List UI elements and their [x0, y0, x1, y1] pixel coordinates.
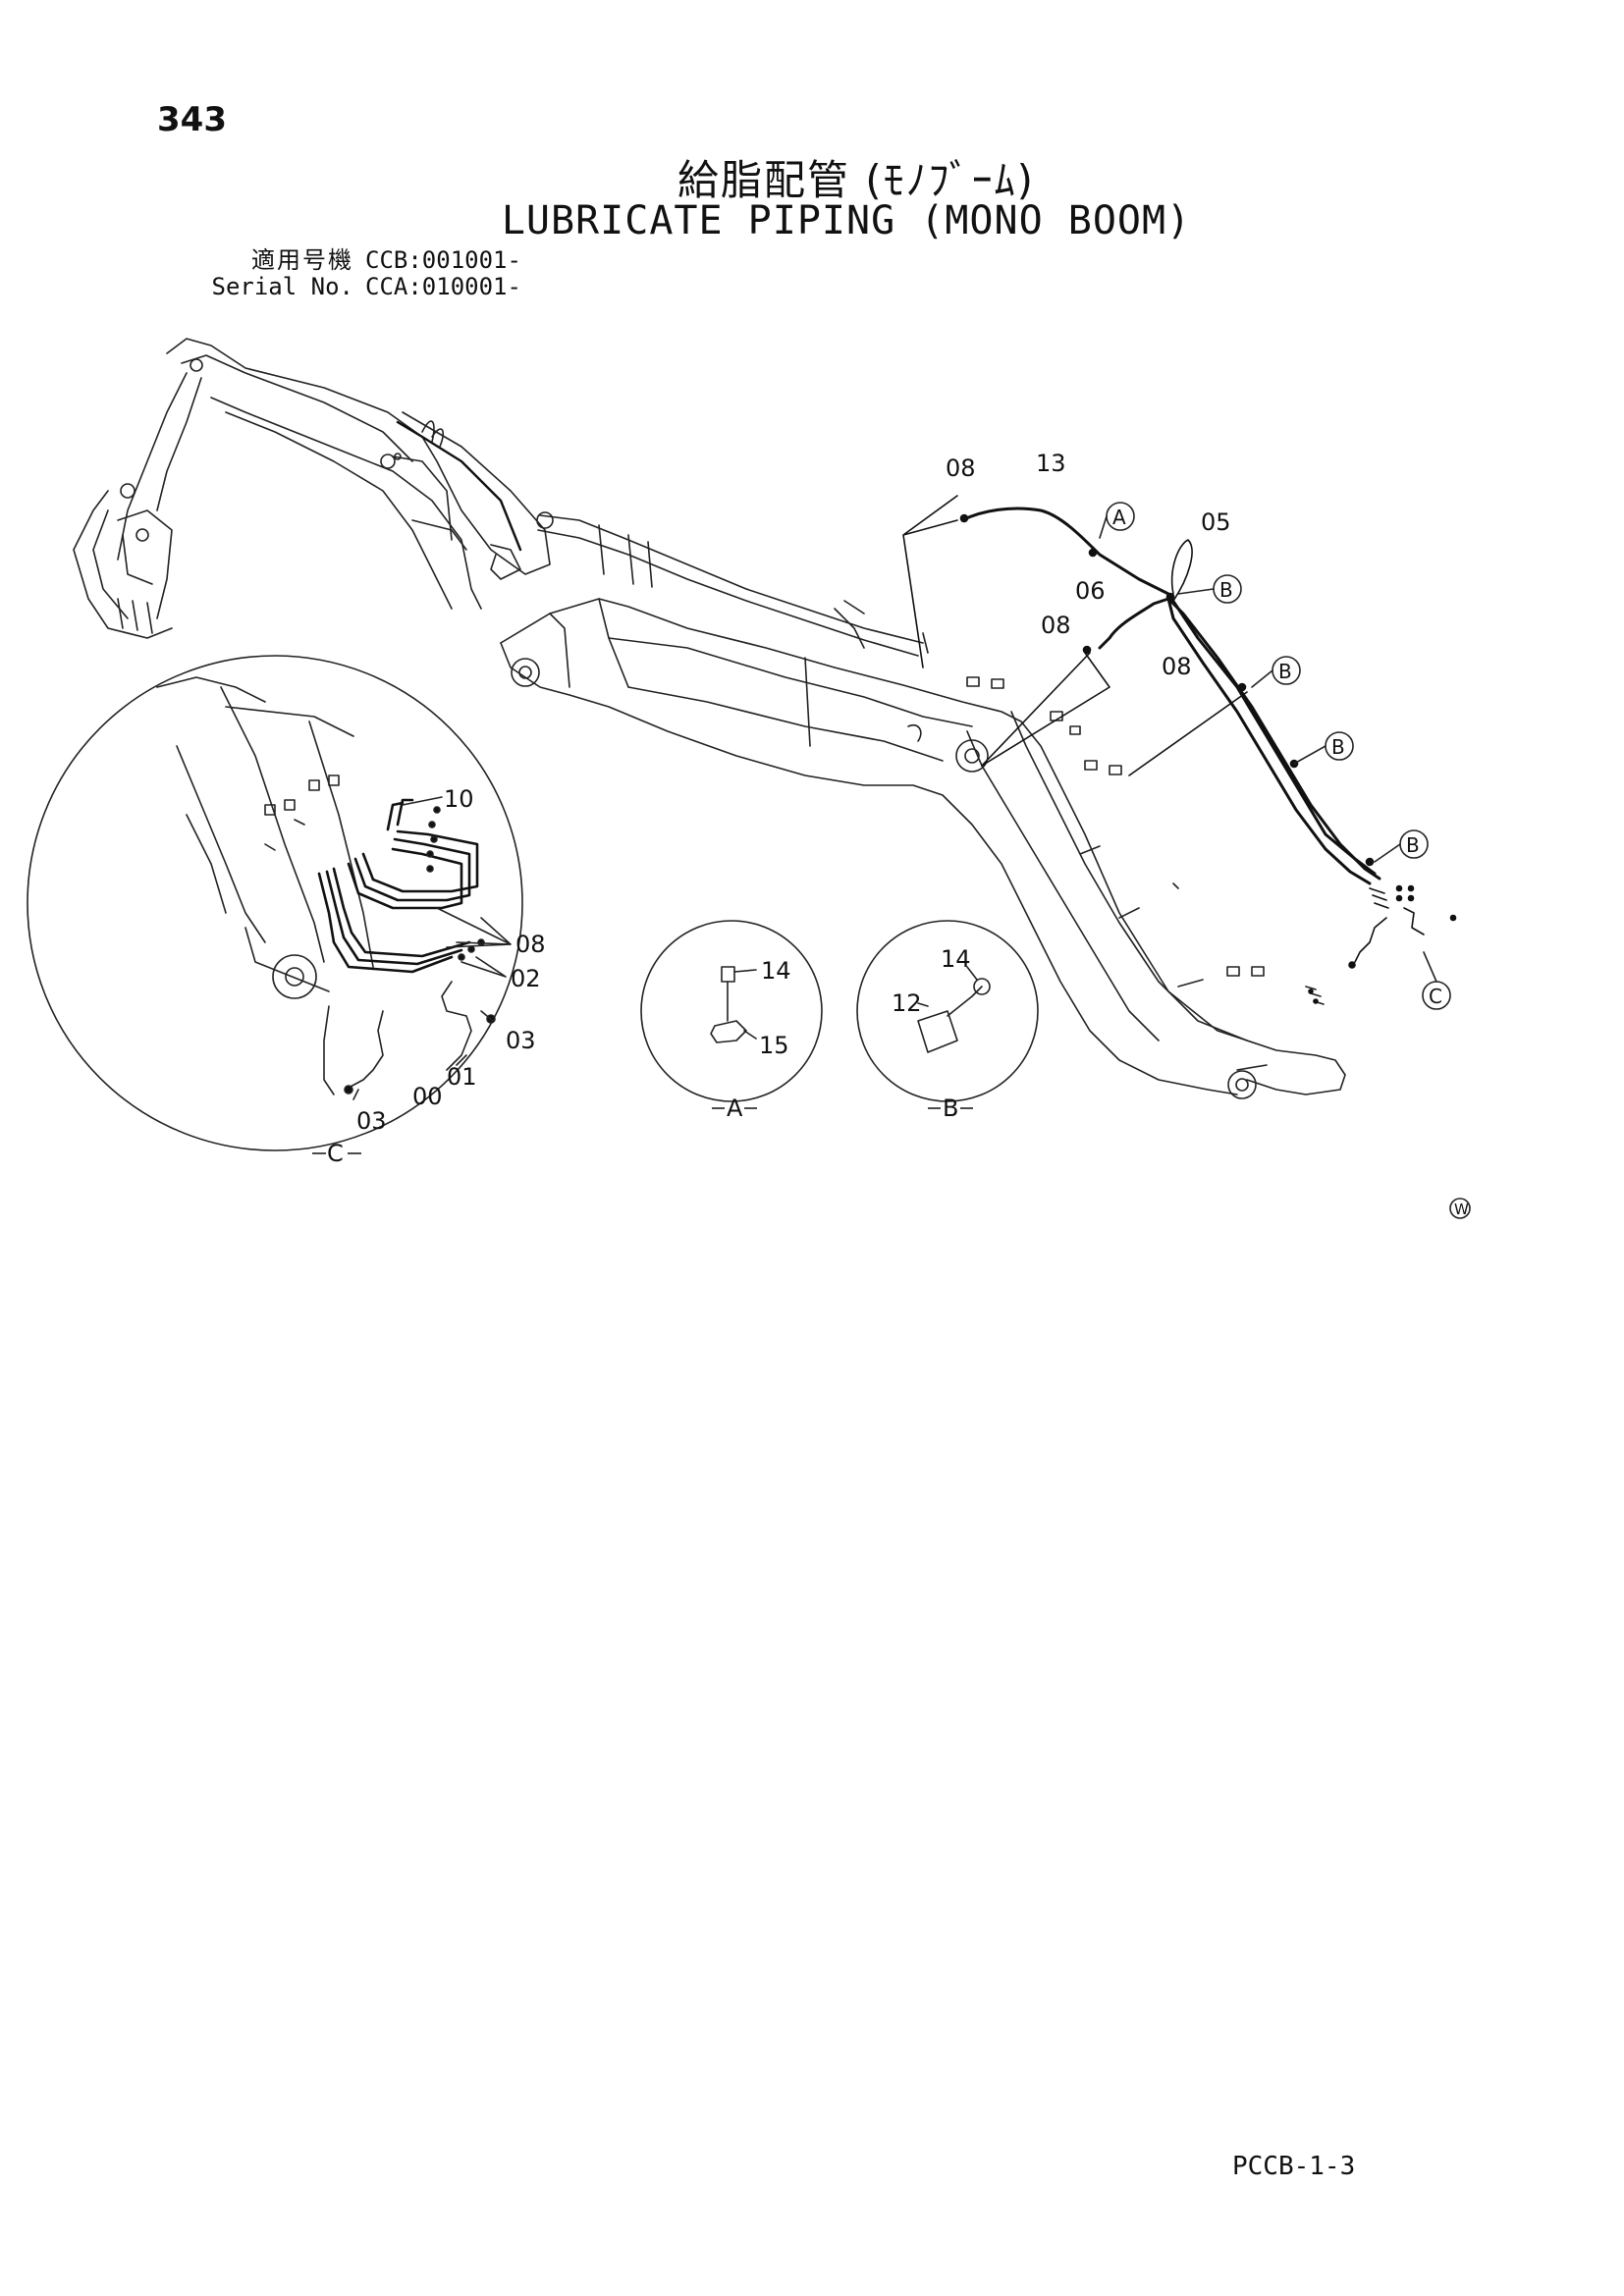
detail-a-view-label: A	[727, 1095, 743, 1122]
reference-marker-circles	[1099, 502, 1471, 1219]
ref-marker-c: C	[1429, 985, 1442, 1008]
detail-c-callout-02: 02	[511, 965, 541, 992]
ref-marker-b-4: B	[1406, 833, 1420, 857]
detail-view-b	[856, 920, 1039, 1102]
callout-06: 06	[1075, 577, 1106, 605]
callout-08-mid: 08	[1041, 612, 1071, 639]
ref-marker-a: A	[1112, 506, 1126, 529]
serial-value-ja: CCB:001001-	[365, 246, 521, 274]
serial-info: 適用号機 CCB:001001- Serial No. CCA:010001-	[157, 247, 521, 300]
page-code: PCCB-1-3	[1232, 2152, 1356, 2181]
serial-row-en: Serial No. CCA:010001-	[157, 274, 521, 300]
serial-label-en: Serial No.	[211, 273, 354, 300]
serial-label-ja: 適用号機	[251, 246, 353, 274]
detail-c-callout-03-right: 03	[506, 1027, 536, 1054]
serial-row-ja: 適用号機 CCB:001001-	[157, 247, 521, 274]
detail-c-callout-10: 10	[444, 785, 474, 813]
detail-a-callout-14: 14	[761, 957, 791, 985]
detail-c-callout-00: 00	[412, 1083, 443, 1110]
corner-mark: W	[1454, 1201, 1469, 1218]
callout-05: 05	[1201, 508, 1231, 536]
detail-c-callout-03-bottom: 03	[356, 1107, 387, 1135]
detail-b-view-label: B	[943, 1095, 958, 1122]
callout-08-top: 08	[946, 454, 976, 482]
lube-pipe-route	[960, 507, 1381, 885]
callout-13: 13	[1036, 450, 1066, 477]
serial-value-en: CCA:010001-	[365, 273, 521, 300]
detail-view-a	[640, 920, 823, 1102]
title-english: LUBRICATE PIPING (MONO BOOM)	[501, 198, 1192, 243]
excavator-arm-sketch	[73, 338, 551, 639]
title-japanese: 給脂配管 (ﾓﾉﾌﾞｰﾑ)	[677, 156, 1036, 204]
ref-marker-b-2: B	[1278, 660, 1292, 683]
detail-view-c	[27, 655, 523, 1151]
detail-b-callout-12: 12	[892, 989, 922, 1017]
detail-b-callout-14: 14	[941, 945, 971, 973]
detail-c-callout-08: 08	[515, 931, 546, 958]
callout-08-right: 08	[1162, 653, 1192, 680]
page-number: 343	[157, 100, 227, 139]
ref-marker-b-1: B	[1219, 578, 1233, 602]
ref-marker-b-3: B	[1331, 735, 1345, 759]
detail-c-view-label: C	[327, 1140, 344, 1167]
detail-c-callout-01: 01	[447, 1063, 477, 1091]
main-boom-drawing	[500, 511, 1346, 1099]
detail-a-callout-15: 15	[759, 1032, 789, 1059]
